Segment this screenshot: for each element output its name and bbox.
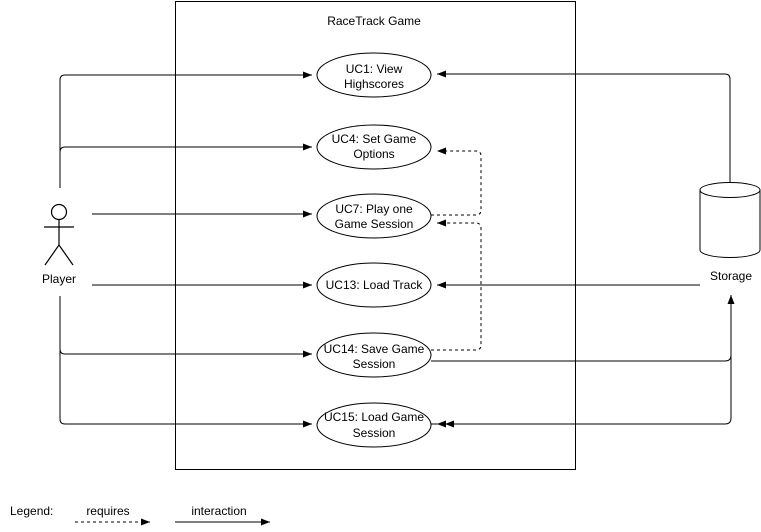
uc7-line2: Game Session — [335, 217, 414, 231]
edge-uc14-storage — [431, 295, 735, 362]
uc1-line2: Highscores — [344, 77, 404, 91]
legend-title: Legend: — [10, 504, 53, 518]
uc7-line1: UC7: Play one — [335, 202, 413, 216]
system-boundary — [175, 1, 576, 470]
storage-label: Storage — [710, 269, 752, 283]
legend: Legend: requires interaction — [10, 504, 270, 526]
use-case-uc14[interactable]: UC14: Save Game Session — [316, 332, 432, 378]
uc14-line2: Session — [353, 357, 396, 371]
player-right-leg — [58, 244, 74, 266]
system-title: RaceTrack Game — [327, 14, 421, 28]
edge-player-uc1 — [59, 71, 312, 188]
use-case-uc13[interactable]: UC13: Load Track — [316, 262, 432, 308]
use-case-uc4[interactable]: UC4: Set Game Options — [316, 124, 432, 170]
uc4-line1: UC4: Set Game — [332, 132, 417, 146]
legend-requires-label: requires — [86, 504, 129, 518]
player-connectors — [59, 71, 312, 428]
use-case-uc15[interactable]: UC15: Load Game Session — [316, 402, 432, 448]
uc1-line1: UC1: View — [346, 62, 403, 76]
legend-interaction-label: interaction — [191, 504, 246, 518]
storage-connectors — [431, 70, 735, 428]
edge-storage-uc15 — [437, 295, 732, 428]
use-case-uc1[interactable]: UC1: View Highscores — [316, 52, 432, 98]
edge-storage-uc1 — [437, 70, 731, 182]
edge-uc14-requires-uc7 — [431, 219, 482, 351]
uc15-line2: Session — [353, 426, 396, 440]
player-actor — [44, 203, 74, 266]
edge-player-uc4 — [59, 143, 312, 188]
storage-database-icon — [699, 182, 761, 258]
player-left-leg — [44, 244, 60, 266]
edge-uc7-requires-uc4 — [431, 147, 482, 216]
requires-connectors — [431, 147, 482, 351]
uc13-line1: UC13: Load Track — [326, 278, 424, 292]
player-label: Player — [42, 272, 76, 286]
edge-player-uc14 — [59, 296, 312, 358]
edge-player-uc15 — [59, 296, 312, 428]
uc15-line1: UC15: Load Game — [324, 410, 424, 424]
use-case-uc7[interactable]: UC7: Play one Game Session — [316, 193, 432, 239]
player-head — [50, 203, 68, 221]
uc14-line1: UC14: Save Game — [324, 342, 425, 356]
uc4-line2: Options — [353, 147, 394, 161]
